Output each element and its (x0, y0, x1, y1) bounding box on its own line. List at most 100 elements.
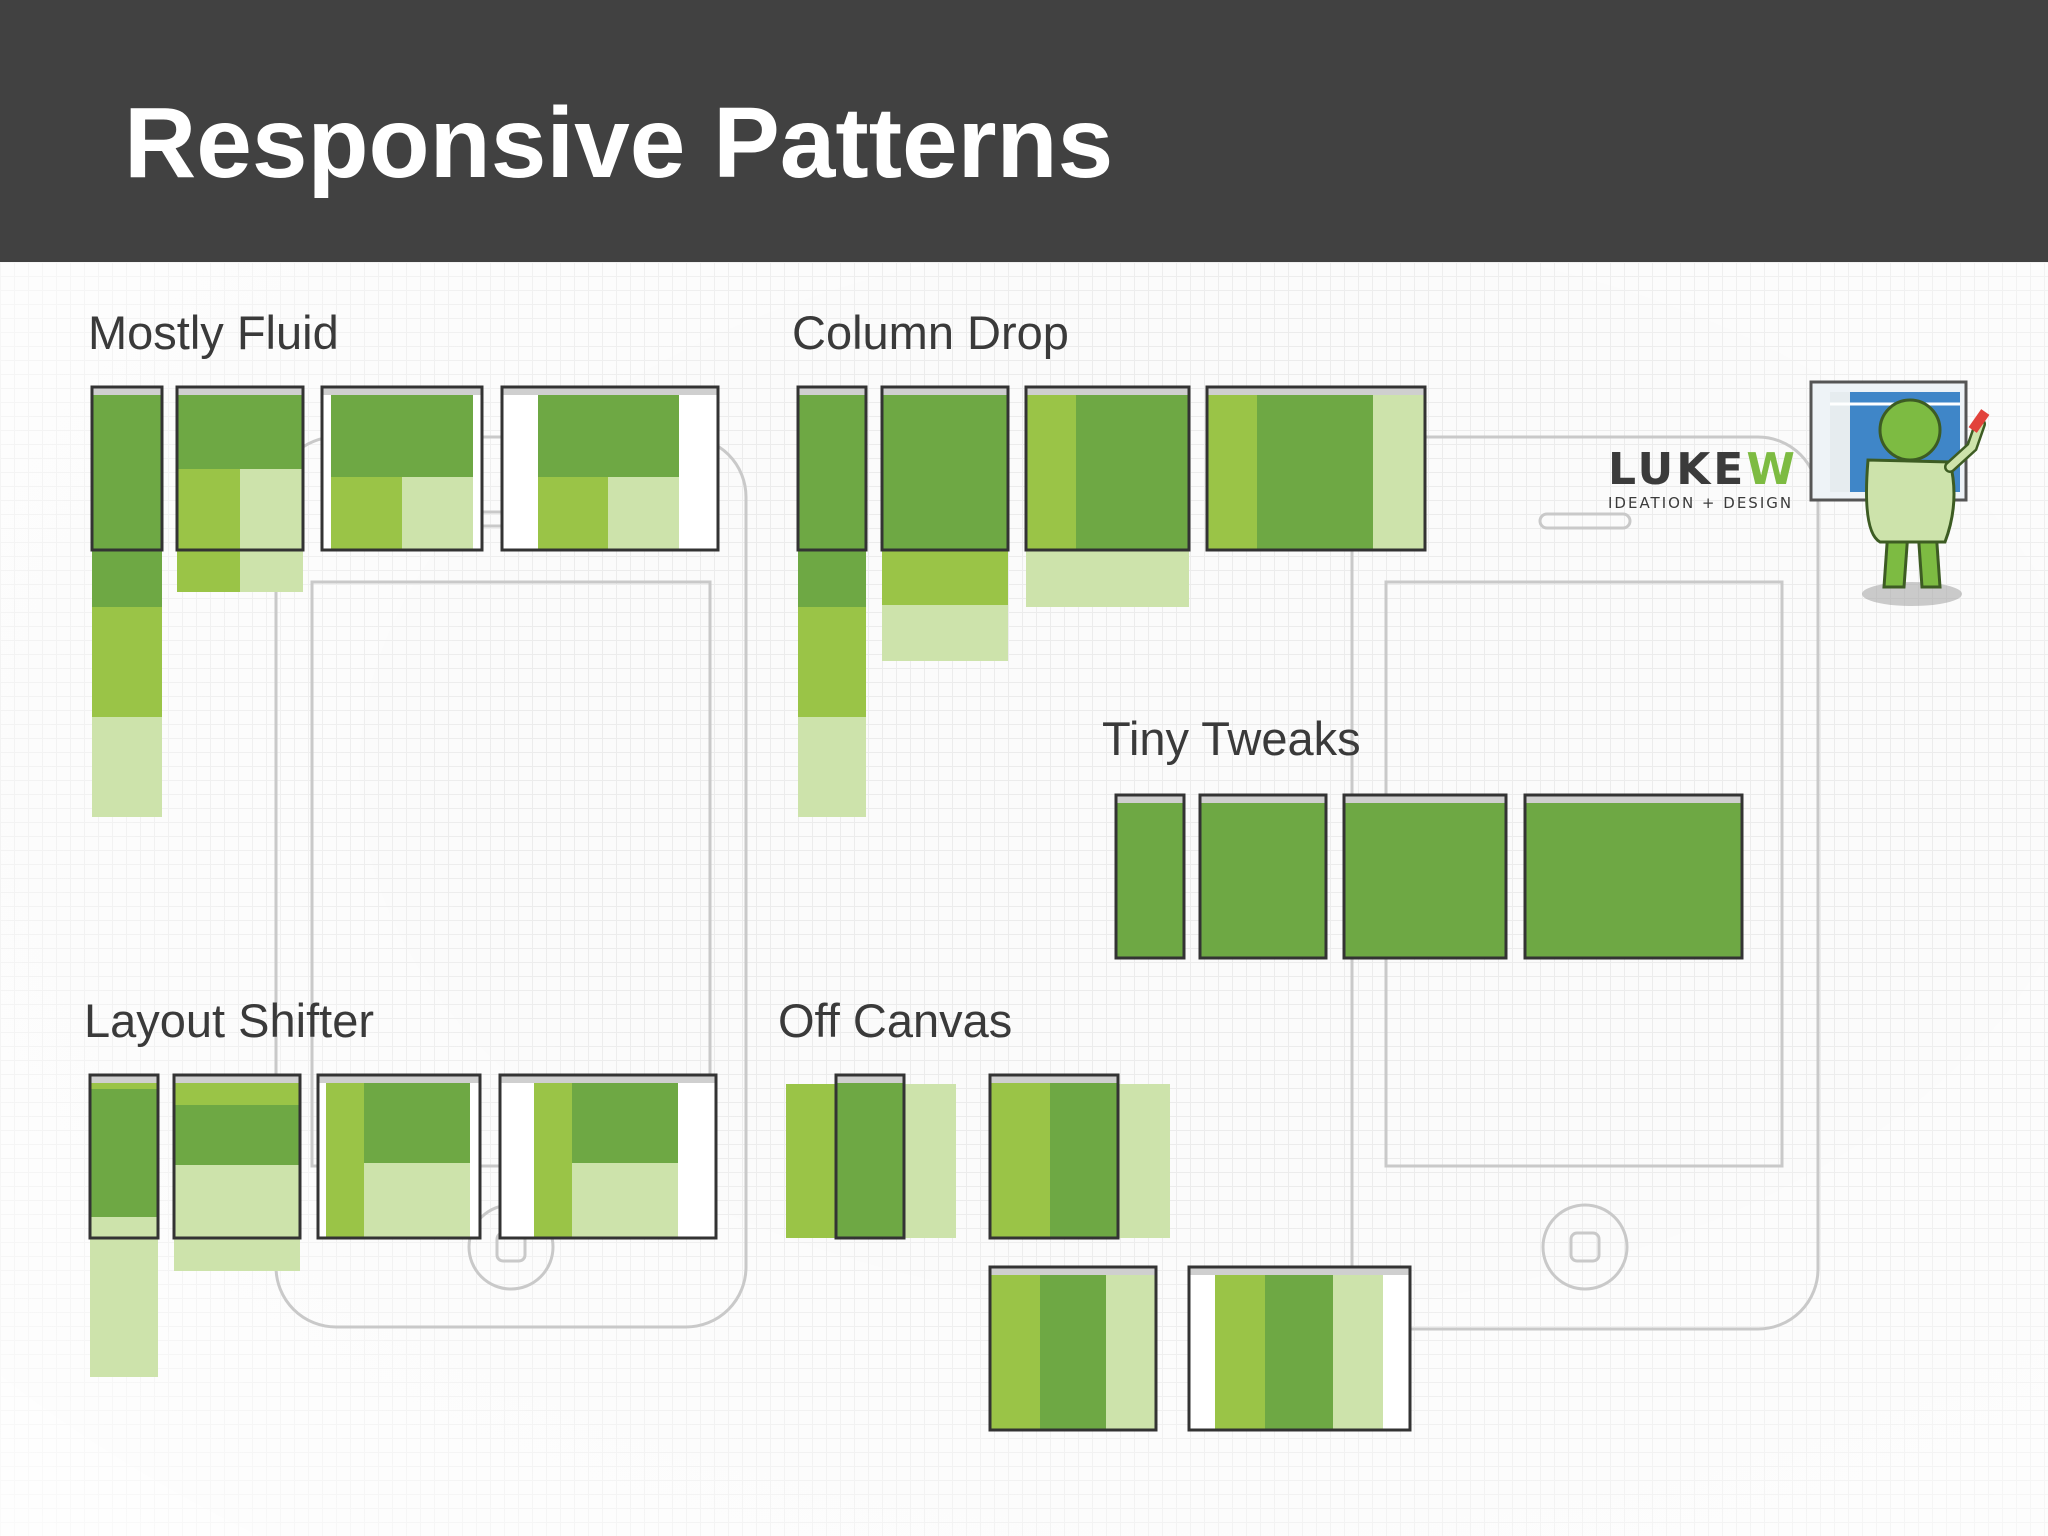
patterns-diagram (88, 380, 1990, 1432)
viewport-frame (988, 1265, 1158, 1432)
block-dark (1200, 795, 1326, 958)
section-title-column-drop: Column Drop (792, 306, 1069, 359)
block-light (90, 1217, 158, 1377)
tiny-tweaks-diagram (1114, 793, 1744, 960)
header-bar (1200, 795, 1326, 803)
block-dark (1344, 795, 1506, 958)
off-canvas-diagram (786, 1073, 1412, 1432)
mascot-head (1878, 398, 1942, 462)
section-title-mostly-fluid: Mostly Fluid (88, 306, 339, 359)
mascot-marker (1968, 409, 1990, 433)
column-drop-diagram (796, 385, 1427, 817)
header-bar (318, 1075, 480, 1083)
block-dark (92, 387, 162, 607)
section-title-layout-shifter: Layout Shifter (84, 994, 375, 1047)
mascot-shadow (1862, 582, 1962, 606)
tablet-home-square (1569, 1231, 1601, 1263)
viewport-frame (1187, 1265, 1412, 1432)
block-dark (538, 395, 679, 477)
viewport-frame (1205, 385, 1427, 552)
header-bar (500, 1075, 716, 1083)
viewport-frame (316, 1073, 482, 1240)
header-bar (990, 1075, 1118, 1083)
header-bar (1525, 795, 1742, 803)
header-bar (322, 387, 482, 395)
block-light (1106, 1275, 1156, 1430)
block-light (364, 1163, 470, 1238)
block-mid (1215, 1275, 1265, 1430)
block-dark (177, 387, 303, 469)
logo-wordmark-accent: W (1746, 444, 1798, 495)
block-light (1333, 1275, 1383, 1430)
header-bar (92, 387, 162, 395)
header-bar (90, 1075, 158, 1083)
header-bar (177, 387, 303, 395)
block-light (904, 1084, 956, 1238)
viewport-frame (1198, 793, 1328, 960)
mascot-board-bar (1830, 392, 1850, 492)
viewport-frame (796, 385, 868, 552)
block-mid (1026, 387, 1076, 550)
header-bar (882, 387, 1008, 395)
block-light (572, 1163, 678, 1238)
header-bar (1116, 795, 1184, 803)
block-dark (1116, 795, 1184, 958)
block-dark (572, 1083, 678, 1163)
block-dark (1257, 387, 1373, 550)
viewport-frame (988, 1073, 1120, 1240)
viewport-frame (88, 1073, 160, 1240)
header-bar (990, 1267, 1156, 1275)
block-dark (331, 395, 473, 477)
viewport-frame (1342, 793, 1508, 960)
block-mid (990, 1075, 1050, 1238)
viewport-frame (834, 1073, 906, 1240)
viewport-frame (498, 1073, 718, 1240)
slide-title: Responsive Patterns (124, 87, 1114, 199)
header-bar (836, 1075, 904, 1083)
lukew-logo: LUKEW IDEATION + DESIGN (1608, 448, 1798, 513)
block-dark (174, 1105, 300, 1165)
block-dark (1050, 1075, 1118, 1238)
block-dark (798, 387, 866, 607)
diagram-stage: Mostly Fluid Column Drop Tiny Tweaks Lay… (0, 262, 2048, 1536)
block-light (174, 1165, 300, 1271)
viewport-frame (880, 385, 1010, 552)
tablet-speaker (1538, 512, 1632, 530)
viewport-frame (500, 385, 720, 552)
section-title-tiny-tweaks: Tiny Tweaks (1102, 712, 1361, 765)
header-bar (1344, 795, 1506, 803)
logo-wordmark: LUKEW (1608, 448, 1798, 492)
viewport-frame (90, 385, 164, 552)
mostly-fluid-diagram (90, 385, 720, 817)
viewport-frame (1024, 385, 1191, 552)
header-bar (1207, 387, 1425, 395)
block-mid (990, 1275, 1040, 1430)
block-light (1118, 1084, 1170, 1238)
block-dark (1525, 795, 1742, 958)
header-bar (502, 387, 718, 395)
header-bar (174, 1075, 300, 1083)
layout-shifter-diagram (88, 1073, 718, 1377)
viewport-frame (320, 385, 484, 552)
viewport-frame (1114, 793, 1186, 960)
header-bar (1026, 387, 1189, 395)
logo-tagline: IDEATION + DESIGN (1608, 494, 1794, 512)
viewport-frame (175, 385, 305, 552)
block-dark (836, 1075, 904, 1238)
tablet-home-button (1541, 1203, 1629, 1291)
block-dark (1265, 1275, 1333, 1430)
block-dark (1040, 1275, 1106, 1430)
block-mid (1207, 387, 1257, 550)
mascot-body (1865, 458, 1956, 544)
slide-header: Responsive Patterns (0, 0, 2048, 262)
viewport-frame (172, 1073, 302, 1240)
header-bar (1189, 1267, 1410, 1275)
header-bar (798, 387, 866, 395)
section-title-off-canvas: Off Canvas (778, 994, 1013, 1047)
viewport-frame (1523, 793, 1744, 960)
mascot-icon (1809, 380, 1990, 606)
logo-wordmark-main: LUKE (1608, 444, 1747, 495)
block-dark (1076, 387, 1189, 550)
block-dark (90, 1089, 158, 1217)
block-mid (534, 1083, 572, 1238)
